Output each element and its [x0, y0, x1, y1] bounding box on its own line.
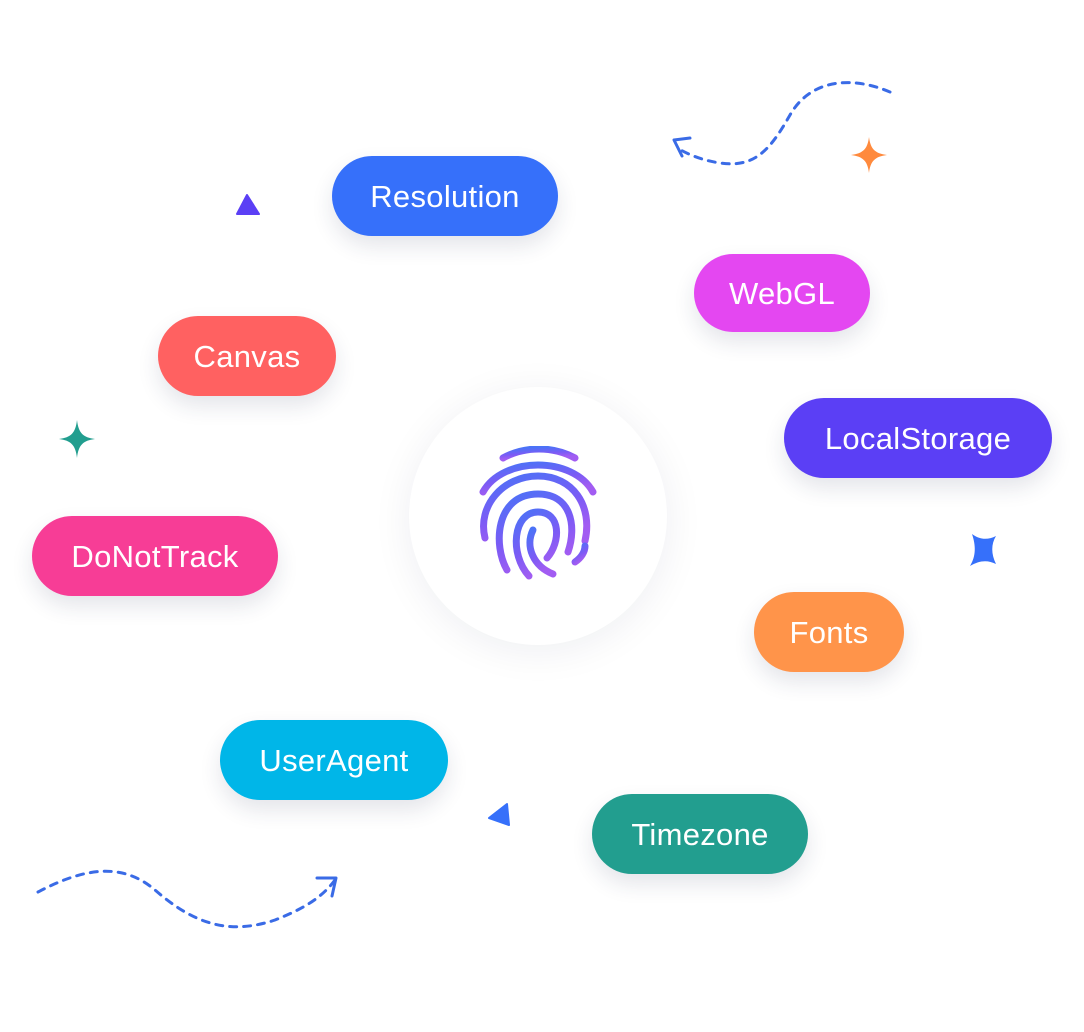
tag-label: Resolution: [370, 178, 520, 214]
tag-label: DoNotTrack: [71, 538, 239, 574]
tag-label: Fonts: [789, 614, 869, 650]
tag-localstorage[interactable]: LocalStorage: [784, 398, 1052, 478]
sparkle-blue-icon: [970, 534, 996, 566]
tag-timezone[interactable]: Timezone: [592, 794, 808, 874]
tag-label: Timezone: [631, 816, 769, 852]
triangle-blue-icon: [488, 803, 510, 826]
tag-donottrack[interactable]: DoNotTrack: [32, 516, 278, 596]
tag-canvas[interactable]: Canvas: [158, 316, 336, 396]
tag-fonts[interactable]: Fonts: [754, 592, 904, 672]
dashed-arrow-top-right: [672, 81, 892, 166]
tag-label: WebGL: [728, 275, 836, 311]
fingerprint-badge: [409, 387, 667, 645]
tag-resolution[interactable]: Resolution: [332, 156, 558, 236]
tag-label: UserAgent: [259, 742, 409, 778]
dashed-arrow-bottom-left: [36, 869, 338, 929]
fingerprint-icon: [479, 446, 597, 580]
tag-label: LocalStorage: [824, 420, 1012, 456]
sparkle-teal-icon: [59, 420, 95, 458]
sparkle-orange-icon: [851, 137, 887, 173]
triangle-purple-icon: [236, 194, 260, 215]
tag-useragent[interactable]: UserAgent: [220, 720, 448, 800]
tag-label: Canvas: [193, 338, 301, 374]
tag-webgl[interactable]: WebGL: [694, 254, 870, 332]
